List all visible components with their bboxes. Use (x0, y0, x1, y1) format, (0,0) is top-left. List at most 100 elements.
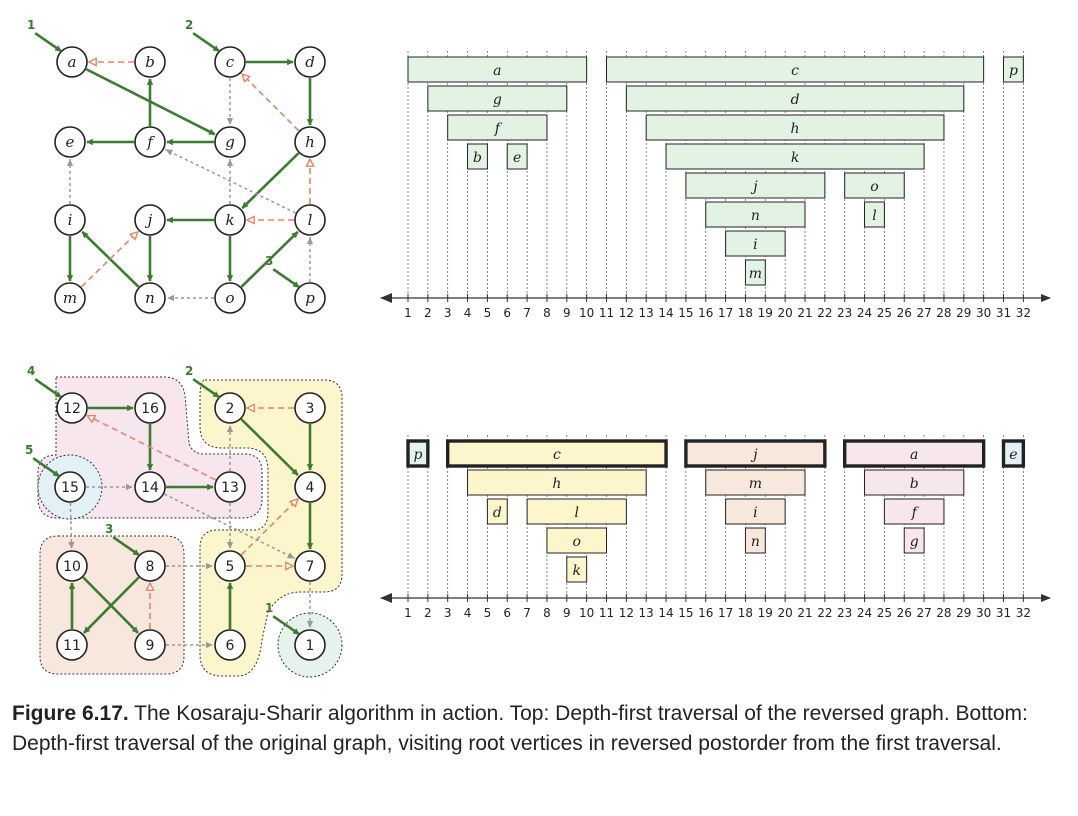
axis-tick-label: 8 (543, 306, 551, 320)
interval-label: e (1009, 447, 1017, 463)
axis-tick-label: 24 (857, 606, 872, 620)
graph-node-n11: 11 (56, 629, 88, 661)
graph-node-n5: 5 (214, 550, 246, 582)
interval-k: k (566, 556, 588, 583)
graph-node-m: m (54, 282, 86, 314)
graph-node-n3: 3 (294, 392, 326, 424)
interval-o: o (844, 172, 905, 199)
node-label: 3 (306, 401, 315, 417)
axis-tick-label: 14 (658, 306, 673, 320)
time-axis-start-arrow (380, 293, 392, 303)
axis-tick-label: 20 (778, 306, 793, 320)
node-label: 11 (63, 638, 81, 654)
node-label: 16 (141, 401, 159, 417)
axis-tick-label: 8 (543, 606, 551, 620)
interval-label: o (573, 534, 581, 550)
node-label: p (305, 289, 315, 307)
node-label: 7 (306, 559, 315, 575)
axis-tick-label: 9 (563, 306, 571, 320)
axis-tick-label: 2 (424, 306, 432, 320)
axis-tick-label: 28 (936, 306, 951, 320)
interval-d: d (486, 498, 508, 525)
edge-back-n13-n12 (87, 416, 217, 481)
root-arrow-a (34, 32, 62, 53)
interval-label: b (910, 476, 919, 492)
edge-back-h-c (242, 74, 300, 132)
edge-tree-n10-n9 (82, 576, 139, 634)
node-label: e (66, 133, 75, 151)
graph-node-l: l (294, 204, 326, 236)
axis-tick-label: 3 (444, 306, 452, 320)
axis-tick-label: 20 (778, 606, 793, 620)
axis-tick-label: 28 (936, 606, 951, 620)
axis-tick-label: 5 (484, 306, 492, 320)
axis-tick-label: 23 (837, 306, 852, 320)
axis-tick-label: 24 (857, 306, 872, 320)
graph-node-h: h (294, 126, 326, 158)
axis-tick-label: 31 (996, 306, 1011, 320)
interval-d: d (625, 85, 965, 112)
node-label: 5 (226, 559, 235, 575)
interval-n: n (705, 201, 806, 228)
axis-tick-label: 12 (619, 306, 634, 320)
interval-m: m (705, 469, 806, 496)
edge-other-n14-n7 (164, 493, 296, 560)
interval-h: h (467, 469, 647, 496)
root-arrow-n12 (34, 378, 62, 399)
root-order-label: 2 (185, 18, 193, 32)
graph-node-n16: 16 (134, 392, 166, 424)
interval-label: j (750, 179, 758, 195)
axis-tick-label: 12 (619, 606, 634, 620)
interval-label: f (911, 505, 920, 521)
edge-back-n5-n4 (240, 499, 298, 556)
graph-node-b: b (134, 46, 166, 78)
axis-tick-label: 17 (718, 306, 733, 320)
root-order-label: 5 (25, 443, 33, 457)
graph-node-f: f (134, 126, 166, 158)
interval-j: j (684, 439, 827, 468)
interval-c: c (606, 56, 985, 83)
interval-label: b (473, 150, 482, 166)
node-label: 6 (226, 638, 235, 654)
node-label: b (145, 53, 155, 71)
graph-node-n6: 6 (214, 629, 246, 661)
graph-node-n: n (134, 282, 166, 314)
axis-tick-label: 11 (599, 606, 614, 620)
axis-tick-label: 21 (797, 306, 812, 320)
axis-tick-label: 32 (1016, 306, 1031, 320)
node-label: o (225, 289, 234, 307)
node-label: 9 (146, 638, 155, 654)
axis-tick-label: 22 (817, 306, 832, 320)
axis-tick-label: 27 (916, 306, 931, 320)
root-arrow-n2 (192, 378, 220, 399)
graph-node-n14: 14 (134, 471, 166, 503)
interval-label: a (910, 447, 918, 463)
graph-node-a: a (56, 46, 88, 78)
axis-tick-label: 13 (639, 306, 654, 320)
interval-a: a (407, 56, 588, 83)
interval-label: c (791, 63, 799, 79)
node-label: l (308, 211, 313, 229)
interval-f: f (883, 498, 945, 525)
interval-c: c (446, 439, 668, 468)
edge-other-l-f (164, 148, 296, 214)
axis-tick-label: 22 (817, 606, 832, 620)
interval-label: i (753, 505, 757, 521)
interval-label: g (493, 92, 502, 108)
axis-tick-label: 30 (976, 306, 991, 320)
root-order-label: 3 (265, 254, 273, 268)
interval-o: o (546, 527, 608, 554)
interval-label: m (749, 266, 762, 282)
interval-m: m (744, 259, 766, 286)
node-label: n (145, 289, 155, 307)
axis-tick-label: 3 (444, 606, 452, 620)
interval-f: f (447, 114, 548, 141)
axis-tick-label: 18 (738, 606, 753, 620)
figure-caption: Figure 6.17. The Kosaraju-Sharir algorit… (12, 699, 1072, 759)
graph-node-n10: 10 (56, 550, 88, 582)
axis-tick-label: 25 (877, 306, 892, 320)
axis-tick-label: 2 (424, 606, 432, 620)
